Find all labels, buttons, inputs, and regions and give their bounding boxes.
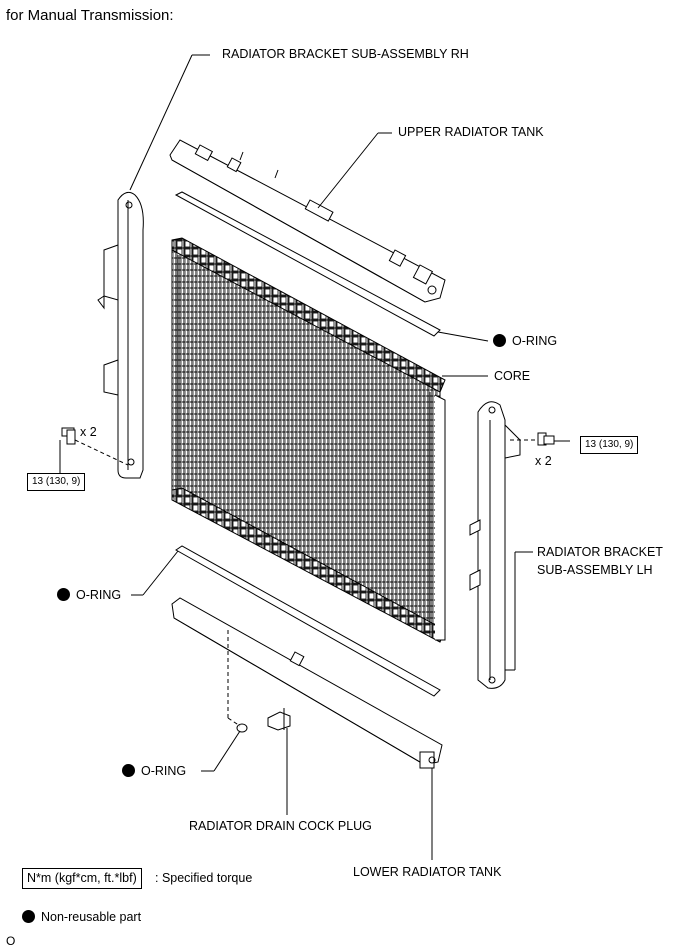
label-qty-left: x 2: [80, 425, 97, 439]
lower-tank-shape: [171, 597, 443, 769]
label-bracket-lh-line2: SUB-ASSEMBLY LH: [537, 563, 653, 577]
bracket-lh-shape: [469, 401, 521, 689]
upper-o-ring-shape: [174, 191, 441, 337]
footer-code: O: [6, 934, 16, 948]
label-bracket-rh: RADIATOR BRACKET SUB-ASSEMBLY RH: [222, 47, 469, 61]
label-qty-right: x 2: [535, 454, 552, 468]
label-upper-tank: UPPER RADIATOR TANK: [398, 125, 544, 139]
bolt-right-shape: [537, 432, 555, 446]
legend-torque-unit: N*m (kgf*cm, ft.*lbf): [22, 868, 142, 889]
label-drain-plug: RADIATOR DRAIN COCK PLUG: [189, 819, 372, 833]
upper-tank-shape: [169, 139, 446, 303]
nonreusable-dot-icon: [57, 588, 70, 601]
legend-torque-text: : Specified torque: [155, 871, 253, 885]
leader-lines: [59, 54, 570, 860]
o-ring-upper-text: O-RING: [512, 334, 558, 348]
label-core: CORE: [494, 369, 531, 383]
label-lower-tank: LOWER RADIATOR TANK: [353, 865, 502, 879]
label-o-ring-upper: O-RING: [493, 334, 557, 348]
torque-box-left: 13 (130, 9): [27, 473, 86, 491]
nonreusable-dot-icon: [122, 764, 135, 777]
torque-box-right: 13 (130, 9): [580, 436, 639, 454]
drain-plug-shape: [236, 708, 291, 733]
core-shape: [171, 237, 446, 643]
guide-lines: [74, 439, 538, 727]
legend-nonreusable-text: Non-reusable part: [41, 910, 142, 924]
o-ring-drain-text: O-RING: [141, 764, 187, 778]
bolt-left-shape: [61, 427, 76, 445]
label-o-ring-lower: O-RING: [57, 588, 121, 602]
bracket-rh-shape: [97, 191, 144, 479]
label-bracket-lh-line1: RADIATOR BRACKET: [537, 545, 663, 559]
nonreusable-dot-icon: [22, 910, 35, 923]
o-ring-lower-text: O-RING: [76, 588, 122, 602]
lower-o-ring-shape: [175, 545, 441, 697]
page-title: for Manual Transmission:: [6, 7, 174, 24]
label-o-ring-drain: O-RING: [122, 764, 186, 778]
legend-nonreusable: Non-reusable part: [22, 910, 141, 924]
nonreusable-dot-icon: [493, 334, 506, 347]
